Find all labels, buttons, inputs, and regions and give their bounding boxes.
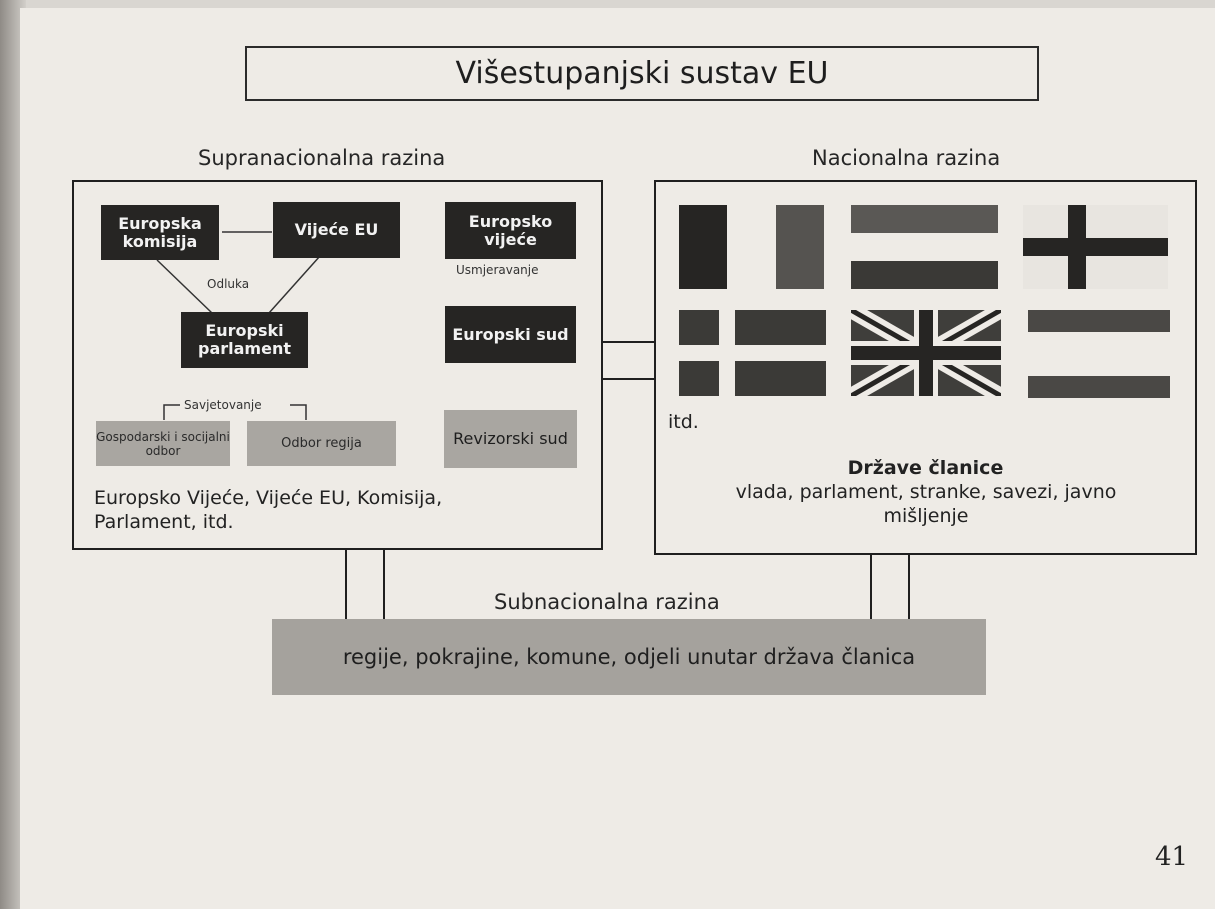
connector-sub-right-1: [870, 555, 872, 620]
supranational-level-label: Supranacionalna razina: [198, 146, 446, 170]
flag-horizontal-stripes-icon: [1028, 310, 1170, 398]
connector-sub-left-2: [383, 550, 385, 620]
connector-sub-right-2: [908, 555, 910, 620]
subnational-bar: regije, pokrajine, komune, odjeli unutar…: [272, 619, 986, 695]
national-panel: [654, 180, 1197, 555]
flag-vertical-tricolor-icon: [679, 205, 824, 289]
diagram-title: Višestupanjski sustav EU: [245, 46, 1039, 101]
committee-of-regions-box: Odbor regija: [247, 421, 396, 466]
flag-horizontal-tricolor-icon: [851, 205, 998, 289]
supranational-summary: Europsko Vijeće, Vijeće EU, Komisija, Pa…: [94, 487, 443, 533]
institution-connectors: [156, 231, 321, 420]
page-number: 41: [1155, 842, 1189, 872]
member-states-title: Države članice: [847, 457, 1004, 479]
european-court-box: Europski sud: [445, 306, 576, 363]
flag-union-jack-icon: [851, 310, 1001, 396]
european-commission-box: Europska komisija: [101, 205, 219, 260]
econ-social-committee-box: Gospodarski i socijalni odbor: [96, 421, 230, 466]
member-states-description: vlada, parlament, stranke, savezi, javno…: [735, 481, 1117, 527]
flags-etc-label: itd.: [668, 411, 699, 433]
subnational-level-label: Subnacionalna razina: [494, 590, 720, 614]
flag-nordic-cross-light-icon: [1023, 205, 1168, 289]
connector-sub-left-1: [345, 550, 347, 620]
european-parliament-box: Europski parlament: [181, 312, 308, 368]
consultation-label: Savjetovanje: [184, 398, 262, 412]
national-level-label: Nacionalna razina: [812, 146, 1001, 170]
council-eu-box: Vijeće EU: [273, 202, 400, 258]
supranational-panel: [72, 180, 603, 550]
flag-nordic-cross-dark-icon: [679, 310, 826, 396]
guidance-label: Usmjeravanje: [456, 263, 539, 277]
decision-label: Odluka: [207, 277, 250, 291]
connector-line-upper: [603, 341, 655, 343]
european-council-box: Europsko vijeće: [445, 202, 576, 259]
connector-line-lower: [603, 378, 655, 380]
court-of-auditors-box: Revizorski sud: [444, 410, 577, 468]
